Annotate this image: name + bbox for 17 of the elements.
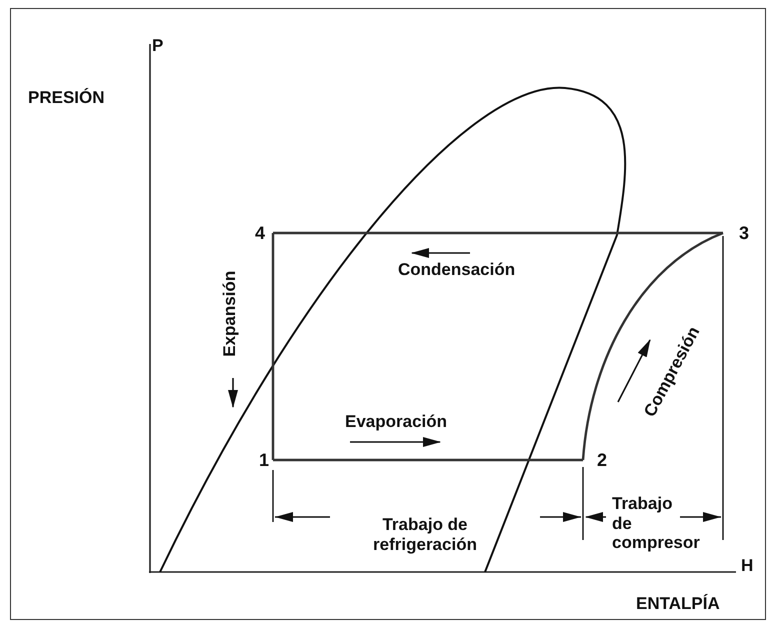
point-number: 1 bbox=[246, 448, 273, 472]
cycle-line bbox=[582, 232, 724, 460]
cycle-line bbox=[272, 233, 274, 460]
axis-label: H bbox=[741, 556, 754, 576]
cycle-line bbox=[273, 232, 723, 234]
axis-title: ENTALPÍA bbox=[636, 594, 721, 614]
dimension-label: Trabajo de compresor bbox=[612, 494, 701, 553]
process-label: Evaporación bbox=[345, 412, 448, 432]
point-number: 2 bbox=[583, 448, 613, 472]
point-number: 3 bbox=[723, 221, 757, 245]
dimension-label: Trabajo de refrigeración bbox=[372, 515, 478, 554]
cycle-line bbox=[273, 458, 583, 462]
axis-label: P bbox=[152, 36, 164, 56]
process-label: Expansión bbox=[220, 270, 240, 359]
axis-title: PRESIÓN bbox=[28, 88, 106, 108]
point-number: 4 bbox=[246, 221, 273, 245]
process-label: Condensación bbox=[398, 260, 516, 280]
